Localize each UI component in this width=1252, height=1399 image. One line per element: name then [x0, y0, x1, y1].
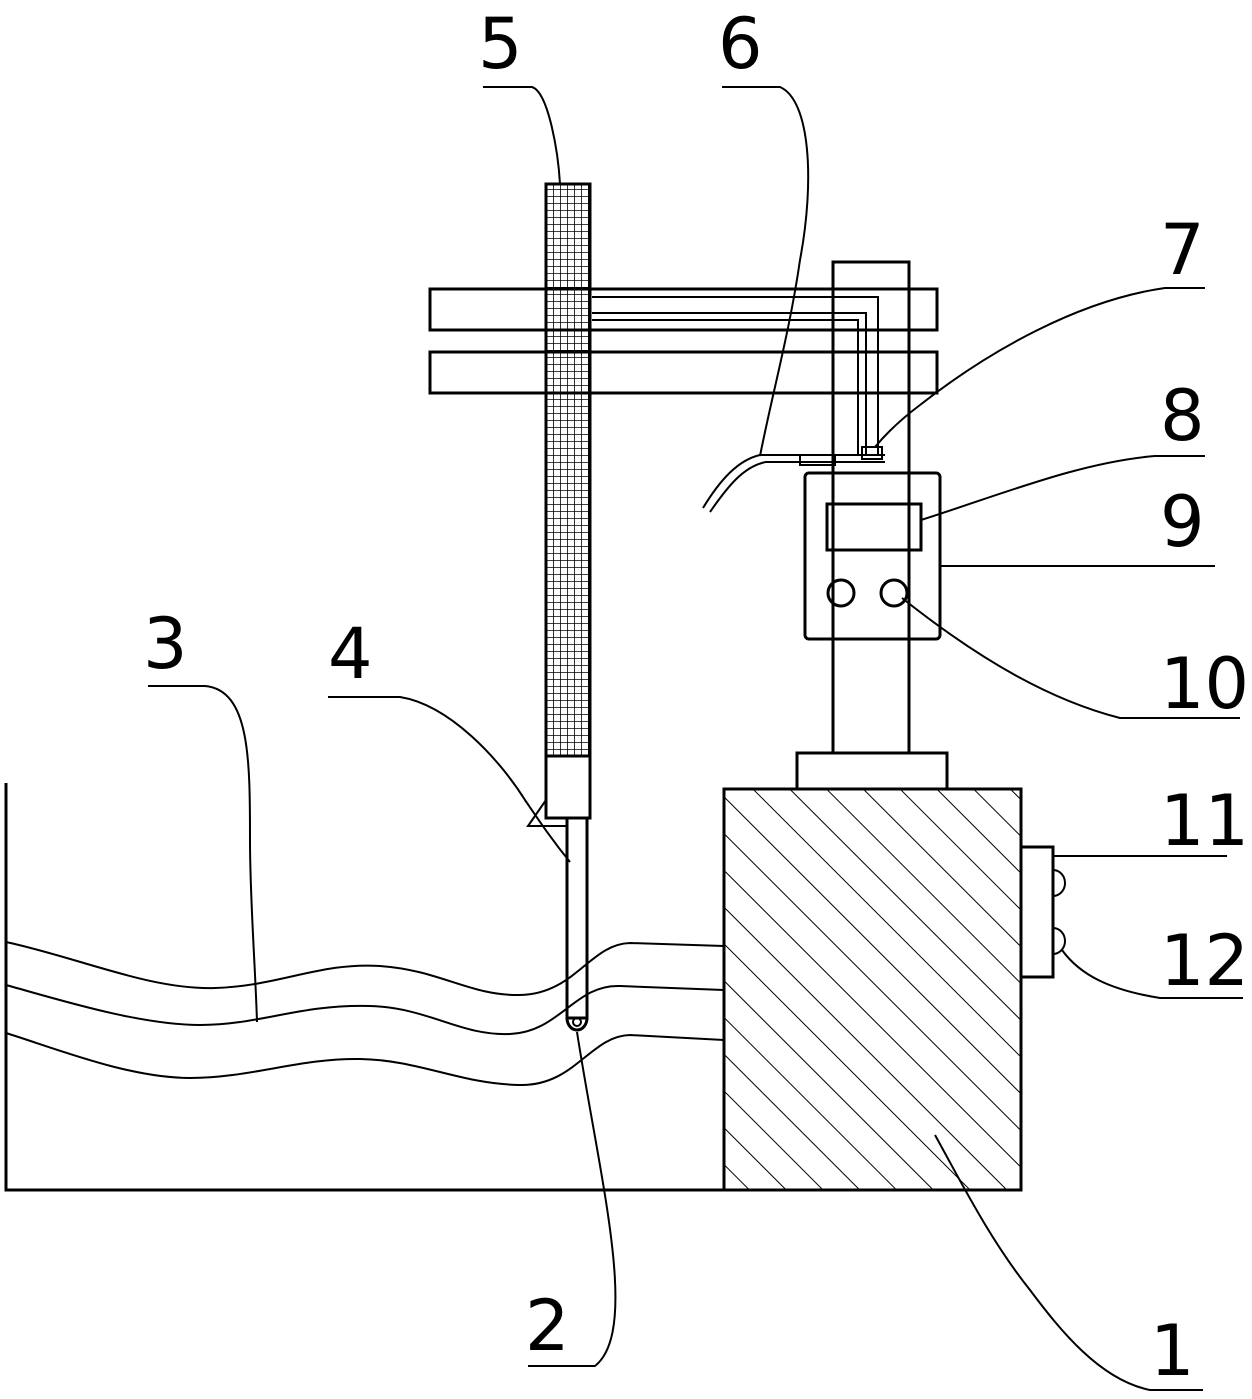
base-block: [722, 787, 1023, 1192]
clamp-bar-lower: [428, 350, 939, 395]
label-2: 2: [525, 1285, 570, 1367]
display-screen: [825, 502, 923, 552]
holder-flange: [526, 799, 568, 827]
side-button-upper: [1052, 869, 1066, 897]
connector: [861, 446, 883, 460]
label-4: 4: [328, 613, 373, 695]
control-box: [803, 471, 942, 641]
tank-outline: [4, 783, 1021, 1192]
side-button-lower: [1052, 927, 1066, 955]
cable: [592, 296, 879, 455]
label-3: 3: [143, 603, 188, 685]
probe-holder: [544, 754, 592, 820]
label-9: 9: [1160, 481, 1205, 563]
probe-tip-sensor: [572, 1017, 582, 1027]
column-pedestal: [795, 751, 949, 791]
output-wire: [702, 454, 885, 513]
leader-lines: [148, 86, 1243, 1391]
knob-right: [879, 578, 909, 608]
label-12: 12: [1160, 920, 1249, 1002]
label-5: 5: [478, 3, 523, 85]
knob-left: [826, 578, 856, 608]
side-box: [1019, 845, 1055, 979]
probe-tip: [565, 1017, 589, 1032]
label-11: 11: [1160, 780, 1249, 862]
label-10: 10: [1160, 643, 1249, 725]
support-column: [831, 260, 911, 755]
label-6: 6: [718, 3, 763, 85]
label-8: 8: [1160, 375, 1205, 457]
clamp-bar-upper: [428, 287, 939, 332]
probe-rod: [565, 816, 589, 1020]
mesh-tube: [544, 182, 592, 758]
label-7: 7: [1160, 209, 1205, 291]
column-upper: [831, 260, 911, 475]
label-1: 1: [1150, 1310, 1195, 1392]
liquid-lines: [5, 941, 725, 1087]
